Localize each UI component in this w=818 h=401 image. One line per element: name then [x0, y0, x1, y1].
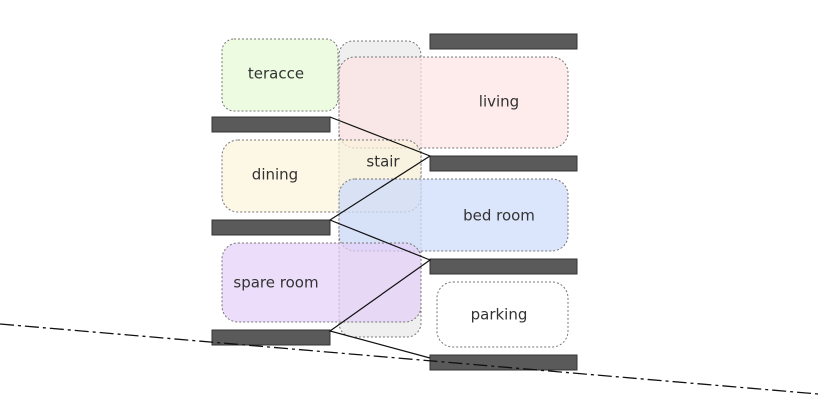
room-label-spareroom: spare room — [233, 274, 318, 292]
room-label-dining: dining — [252, 166, 298, 184]
floor-slab — [429, 155, 578, 172]
room-label-parking: parking — [471, 306, 528, 324]
room-teracce — [221, 38, 339, 112]
floor-slab — [211, 329, 331, 346]
room-parking — [436, 281, 569, 348]
room-label-living: living — [479, 93, 519, 111]
ground-line — [0, 323, 818, 395]
floor-slab — [211, 219, 331, 236]
room-bedroom — [338, 178, 569, 252]
room-label-teracce: teracce — [248, 65, 304, 83]
room-living — [338, 56, 569, 149]
room-label-bedroom: bed room — [463, 207, 535, 225]
room-label-stair: stair — [366, 153, 400, 171]
floor-slab — [429, 258, 578, 275]
floor-slab — [429, 354, 578, 371]
floor-slab — [429, 33, 578, 50]
stair-path-line — [328, 116, 432, 359]
floor-slab — [211, 116, 331, 133]
